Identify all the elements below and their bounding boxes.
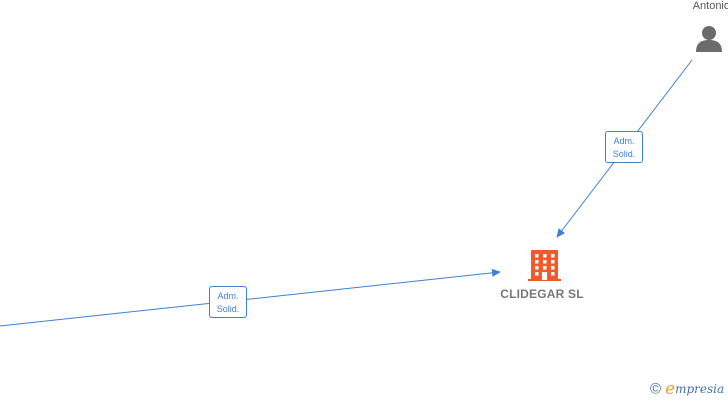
role-line-1: Adm. [217,291,239,301]
copyright-symbol: © [650,380,662,398]
brand-name: mpresia [675,382,725,396]
edge-left-to-company [0,268,501,327]
brand-initial: e [665,379,676,399]
role-line-1: Adm. [613,136,635,146]
building-icon[interactable] [528,250,561,281]
empresia-watermark: ©empresia [650,379,724,399]
edge-role-label-person: Adm. Solid. [605,131,643,163]
person-icon[interactable] [696,26,722,52]
edge-role-label-left: Adm. Solid. [209,286,247,318]
role-line-2: Solid. [612,149,636,159]
role-line-2: Solid. [216,304,240,314]
company-name-label[interactable]: CLIDEGAR SL [500,287,584,301]
person-name-label[interactable]: Antonio [692,0,728,12]
